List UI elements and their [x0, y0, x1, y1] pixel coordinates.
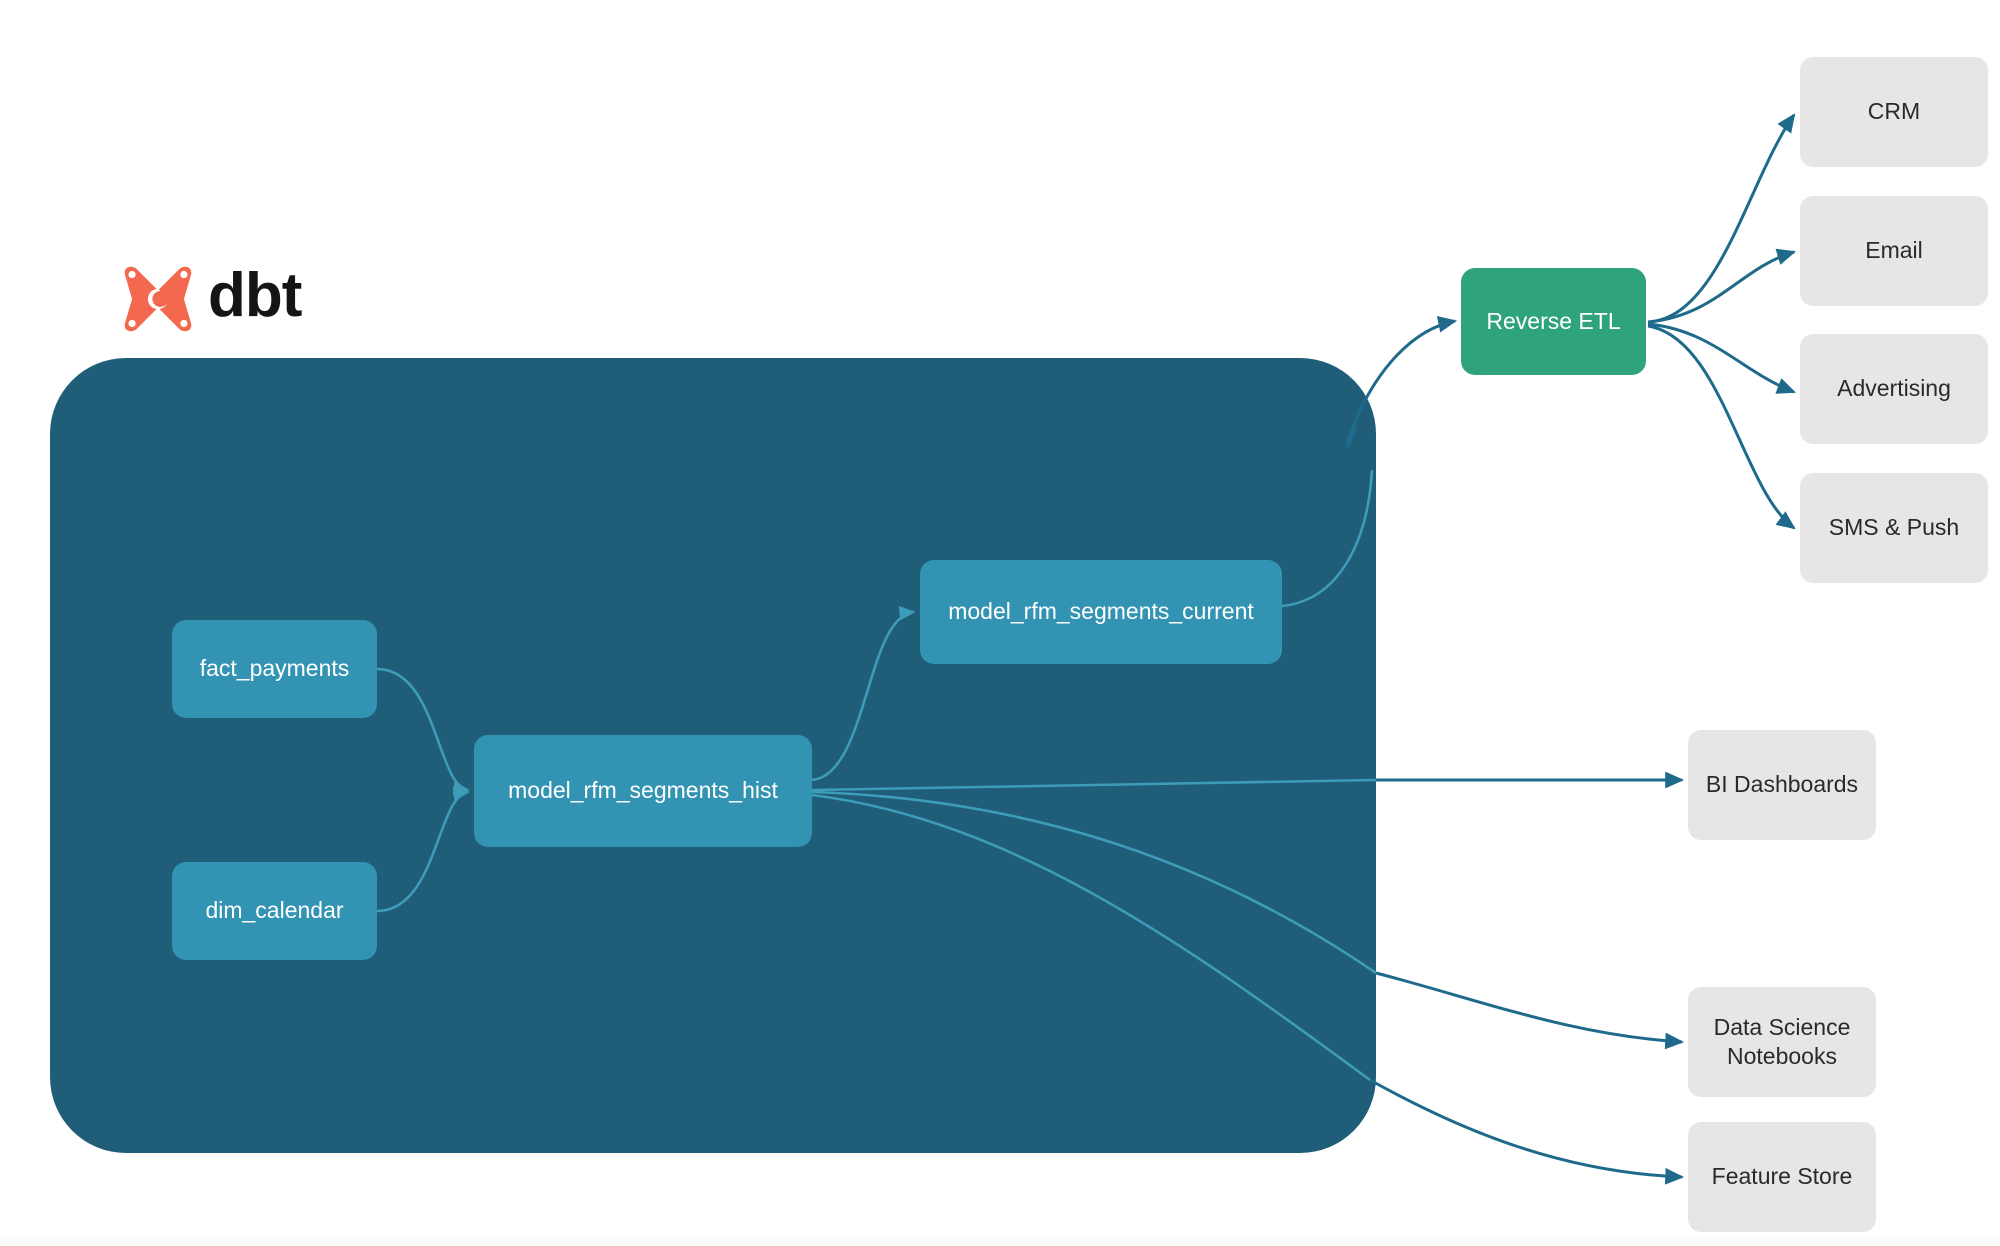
edge-rfm-hist-to-notebooks-inner [811, 790, 1377, 975]
model-node-label: model_rfm_segments_hist [508, 777, 778, 804]
edge-reverse-etl-to-crm [1647, 113, 1796, 324]
edge-container-to-reverse-etl [1345, 316, 1458, 449]
edge-reverse-etl-to-sms-push [1647, 324, 1796, 530]
destination-node-label: Feature Store [1711, 1163, 1853, 1190]
edge-to-feature-store [1369, 1078, 1685, 1185]
destination-node-bi-dashboards[interactable]: BI Dashboards [1688, 730, 1876, 840]
model-node-label: model_rfm_segments_current [948, 598, 1254, 625]
model-node-fact-payments[interactable]: fact_payments [172, 620, 377, 718]
edge-rfm-hist-to-rfm-current [811, 606, 916, 782]
edge-fact-payments-to-rfm-hist [376, 667, 470, 796]
edge-reverse-etl-to-email [1647, 248, 1797, 324]
bottom-divider [0, 1238, 2000, 1246]
destination-node-label: Advertising [1837, 375, 1951, 402]
model-node-label: fact_payments [199, 655, 350, 682]
destination-node-feature-store[interactable]: Feature Store [1688, 1122, 1876, 1232]
model-node-model-rfm-segments-current[interactable]: model_rfm_segments_current [920, 560, 1282, 664]
model-node-label: dim_calendar [205, 897, 344, 924]
reverse-etl-label: Reverse ETL [1486, 307, 1621, 334]
edge-rfm-current-to-edge-inner [1281, 469, 1374, 608]
edge-dim-calendar-to-rfm-hist [376, 786, 470, 913]
dbt-logo-text: dbt [208, 261, 302, 330]
destination-node-label: Email [1865, 237, 1923, 264]
model-node-dim-calendar[interactable]: dim_calendar [172, 862, 377, 960]
destination-node-email[interactable]: Email [1800, 196, 1988, 306]
destination-node-sms-push[interactable]: SMS & Push [1800, 473, 1988, 583]
destination-node-label-line2: Notebooks [1727, 1043, 1837, 1069]
destination-node-label: CRM [1867, 98, 1921, 125]
edge-rfm-hist-to-feature-inner [811, 793, 1371, 1082]
destination-node-advertising[interactable]: Advertising [1800, 334, 1988, 444]
destination-node-label: SMS & Push [1828, 514, 1960, 541]
destination-node-crm[interactable]: CRM [1800, 57, 1988, 167]
destination-node-label: BI Dashboards [1705, 771, 1859, 798]
model-node-model-rfm-segments-hist[interactable]: model_rfm_segments_hist [474, 735, 812, 847]
reverse-etl-node[interactable]: Reverse ETL [1461, 268, 1646, 375]
destination-node-data-science-notebooks[interactable]: Data Science Notebooks [1688, 987, 1876, 1097]
edge-to-data-science-notebooks [1375, 971, 1685, 1050]
destination-node-label: Data Science Notebooks [1714, 1013, 1851, 1072]
dbt-logo: dbt [122, 261, 302, 336]
destination-node-label-line1: Data Science [1713, 1013, 1851, 1040]
edge-reverse-etl-to-advertising [1647, 322, 1796, 394]
dbt-x-logo-icon [124, 266, 192, 332]
edge-rfm-hist-to-bi-inner [811, 778, 1377, 792]
